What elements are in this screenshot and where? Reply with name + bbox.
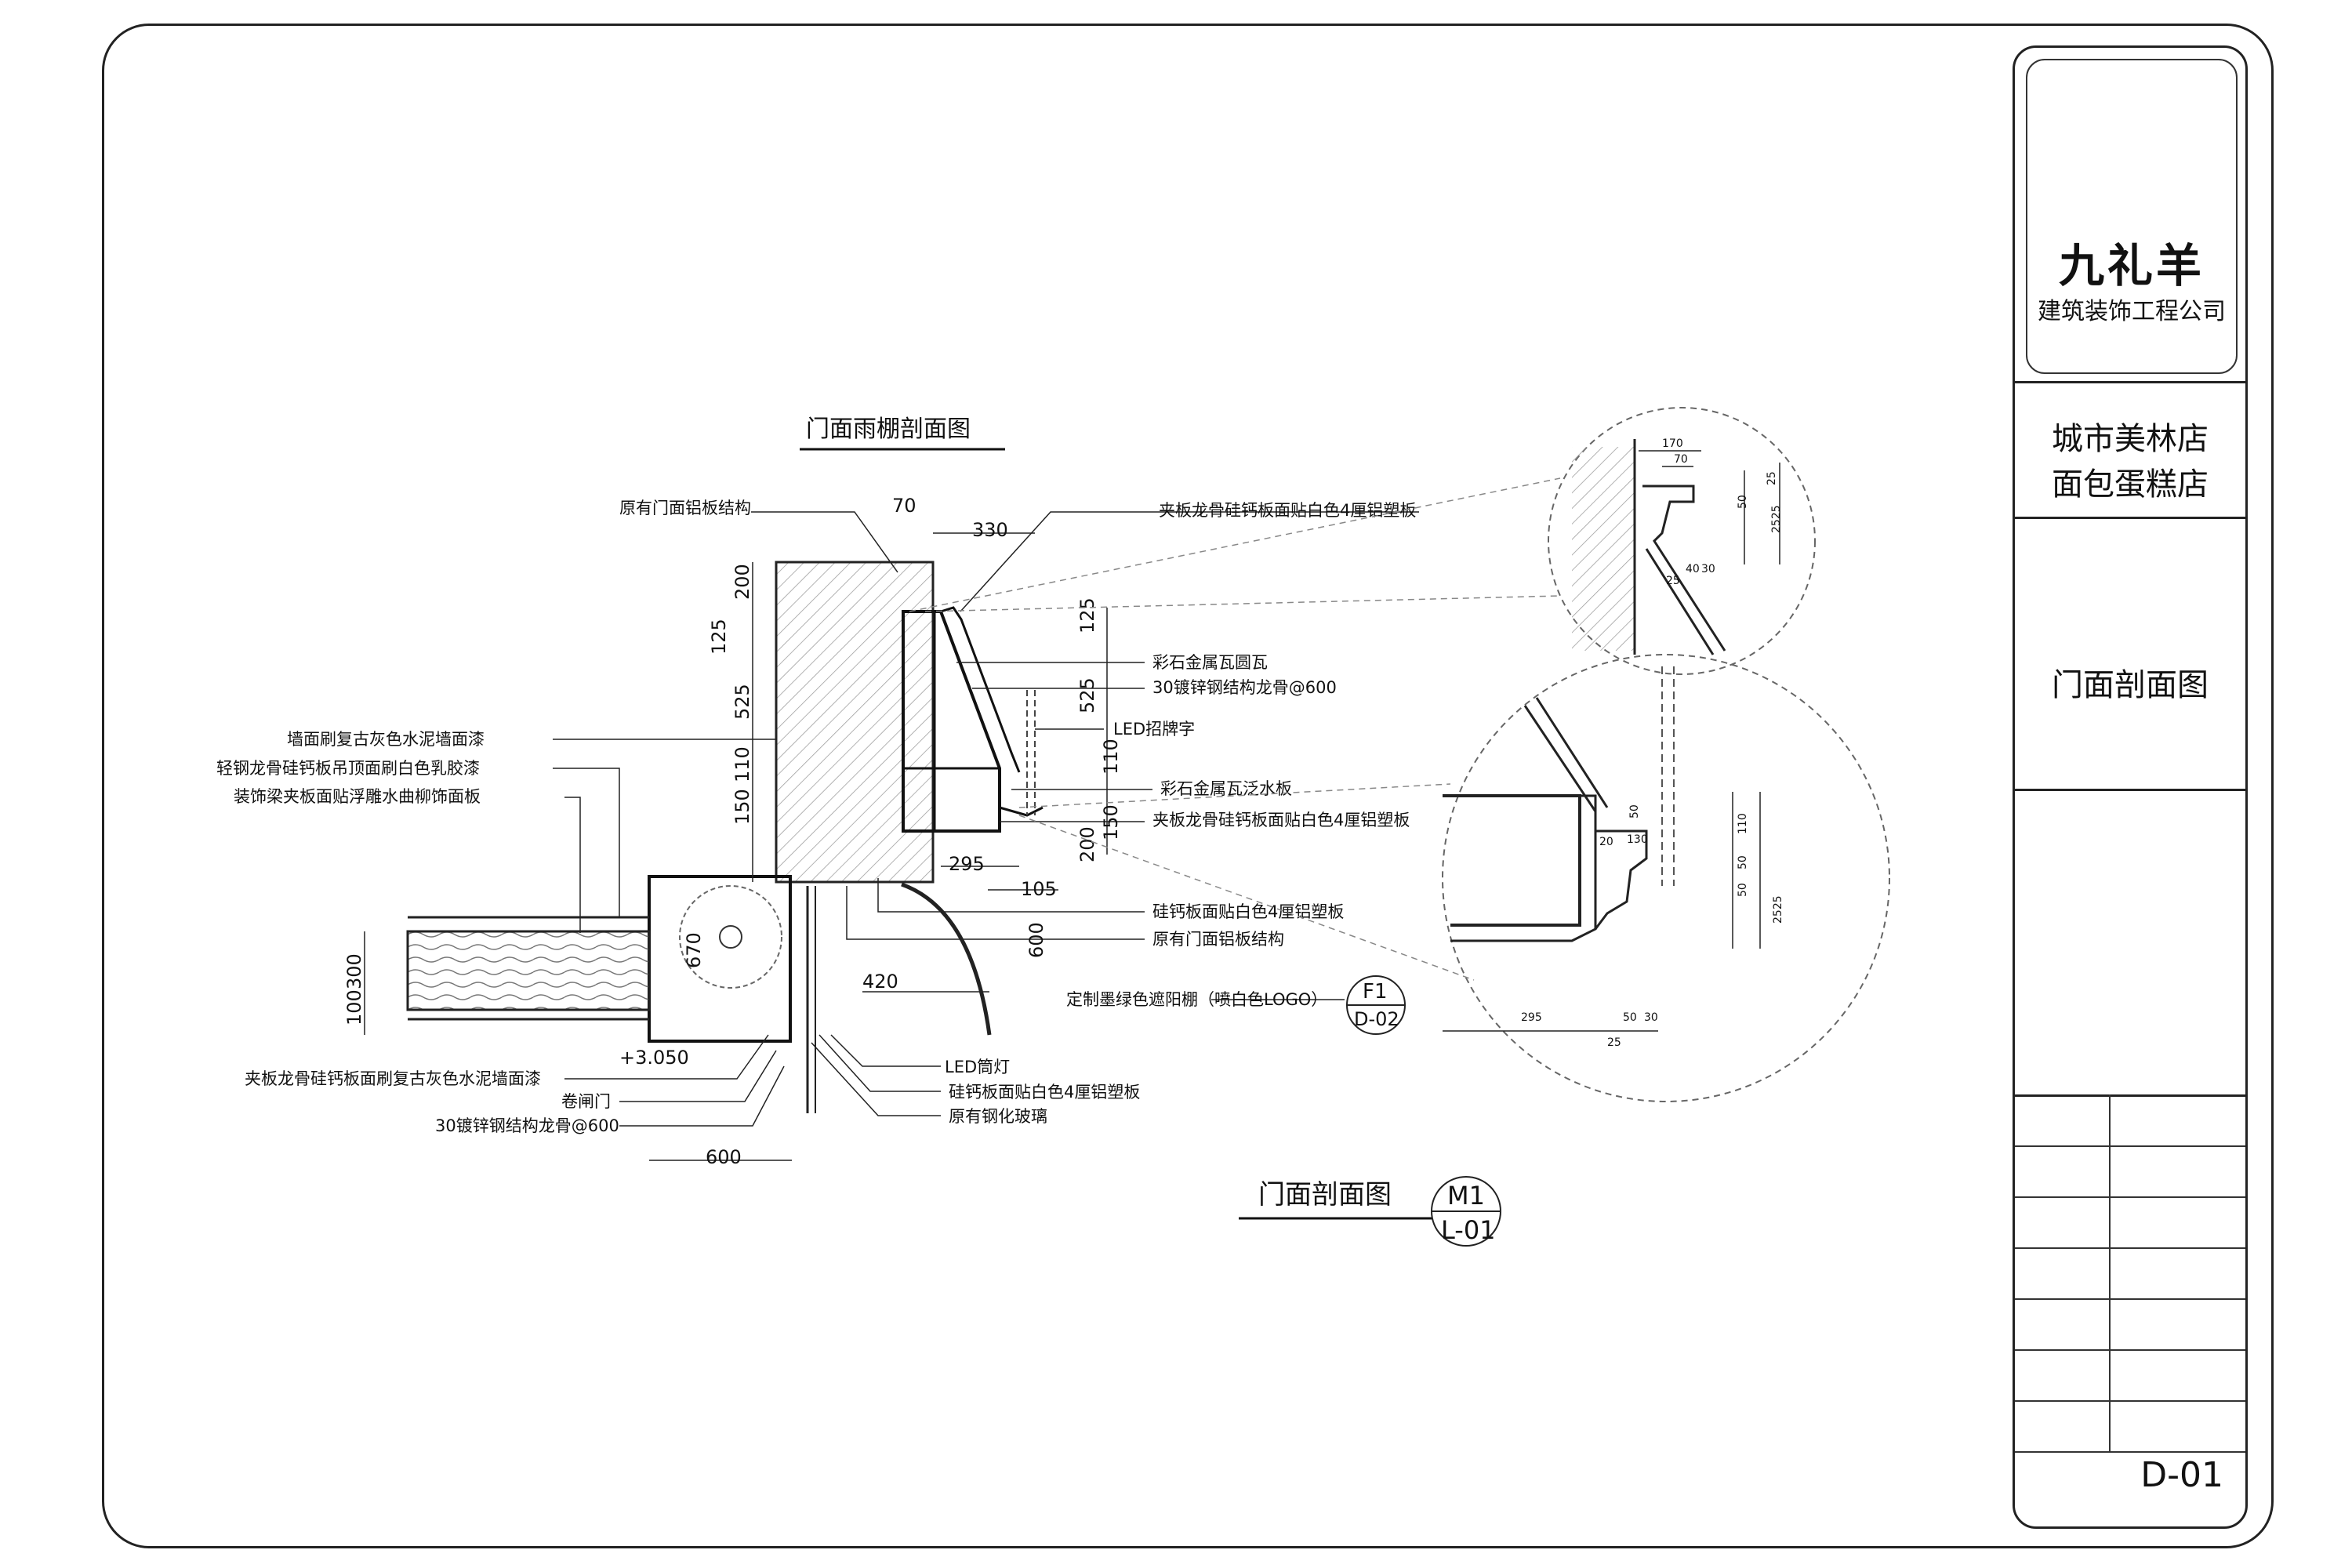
label-tempered-glass: 原有钢化玻璃 (949, 1107, 1047, 1126)
dim-200-left: 200 (731, 564, 753, 600)
d2-dim-30: 30 (1644, 1011, 1658, 1024)
main-tag-bottom: L-01 (1441, 1215, 1496, 1245)
dim-125-left: 125 (708, 619, 730, 655)
detail-connectors (909, 477, 1561, 981)
d2-dim-50c: 50 (1737, 883, 1749, 897)
label-sandwich-bottom: 夹板龙骨硅钙板面刷复古灰色水泥墙面漆 (245, 1069, 541, 1088)
dim-600-horizontal: 600 (706, 1146, 742, 1168)
drawing-number: D-01 (2140, 1455, 2223, 1495)
dim-525-right: 525 (1076, 677, 1098, 713)
label-metal-flashing: 彩石金属瓦泛水板 (1160, 779, 1292, 798)
dim-200-right: 200 (1076, 826, 1098, 862)
dim-150-right: 150 (1100, 804, 1122, 840)
d2-dim-20: 20 (1599, 836, 1613, 848)
drawing-name: 门面剖面图 (2052, 667, 2209, 703)
dim-420: 420 (862, 971, 898, 993)
dim-125-right: 125 (1076, 597, 1098, 633)
label-awning: 定制墨绿色遮阳棚（喷白色LOGO） (1066, 990, 1327, 1009)
ref-tag-bottom: D-02 (1354, 1008, 1399, 1030)
detail-circle-top (1548, 407, 1816, 675)
label-steel-keel-600: 30镀锌钢结构龙骨@600 (1152, 678, 1337, 697)
title-block: 九礼羊 建筑装饰工程公司 城市美林店 面包蛋糕店 门面剖面图 D-01 (2013, 45, 2248, 1529)
label-metal-round-tile: 彩石金属瓦圆瓦 (1152, 653, 1268, 672)
canopy-section-title: 门面雨棚剖面图 (806, 416, 971, 443)
d1-dim-170: 170 (1662, 437, 1683, 450)
d1-dim-2525: 2525 (1770, 505, 1783, 533)
d1-dim-50: 50 (1737, 495, 1749, 509)
label-beam: 装饰梁夹板面贴浮雕水曲柳饰面板 (234, 787, 481, 806)
d2-dim-50a: 50 (1628, 804, 1641, 818)
dim-70: 70 (892, 495, 916, 517)
project-line-2: 面包蛋糕店 (2052, 466, 2209, 503)
label-orig-alu-struct-top: 原有门面铝板结构 (619, 499, 751, 517)
label-sandwich-mid: 夹板龙骨硅钙板面贴白色4厘铝塑板 (1152, 811, 1410, 829)
tb-divider-3 (2015, 789, 2245, 791)
dim-295: 295 (949, 853, 985, 875)
label-led-downlight: LED筒灯 (945, 1058, 1010, 1076)
d1-dim-25: 25 (1766, 471, 1778, 485)
d2-dim-130: 130 (1627, 833, 1648, 846)
label-wall-paint: 墙面刷复古灰色水泥墙面漆 (287, 730, 485, 749)
d2-dim-110: 110 (1737, 813, 1749, 834)
revision-grid (2015, 1094, 2245, 1453)
dim-330: 330 (972, 519, 1008, 541)
ref-tag-top: F1 (1363, 980, 1388, 1004)
label-steel-keel-bottom: 30镀锌钢结构龙骨@600 (435, 1116, 619, 1135)
main-tag-m1[interactable]: M1 L-01 (1431, 1176, 1501, 1247)
ceiling-slab (406, 930, 651, 1011)
project-line-1: 城市美林店 (2052, 421, 2209, 457)
dim-110-left: 110 (731, 746, 753, 782)
leader-lines (553, 511, 1419, 1127)
dim-100: 100 (343, 989, 365, 1025)
d1-dim-70: 70 (1674, 453, 1688, 466)
project-name: 城市美林店 面包蛋糕店 (2015, 416, 2245, 507)
existing-wall-hatched (775, 561, 935, 884)
d2-dim-50b: 50 (1737, 855, 1749, 869)
label-silicate-board: 硅钙板面贴白色4厘铝塑板 (1152, 902, 1344, 921)
main-section-title: 门面剖面图 (1258, 1179, 1392, 1210)
company-subtitle: 建筑装饰工程公司 (2038, 298, 2226, 325)
d1-dim-30: 30 (1701, 563, 1715, 575)
label-silicate-bottom: 硅钙板面贴白色4厘铝塑板 (949, 1083, 1140, 1102)
label-rolling-door: 卷闸门 (561, 1092, 611, 1111)
beam-box (648, 875, 792, 1043)
main-tag-top: M1 (1447, 1181, 1485, 1210)
dimension-lines (364, 532, 1108, 1161)
canopy-box (902, 606, 1044, 833)
dim-525-left: 525 (731, 684, 753, 720)
label-ceiling: 轻钢龙骨硅钙板吊顶面刷白色乳胶漆 (216, 759, 480, 778)
label-led-sign: LED招牌字 (1113, 720, 1195, 739)
dim-300: 300 (343, 953, 365, 989)
elevation-mark: +3.050 (619, 1047, 689, 1069)
tb-divider-1 (2015, 381, 2245, 383)
company-logo-box: 九礼羊 建筑装饰工程公司 (2026, 59, 2238, 374)
dim-105: 105 (1021, 878, 1057, 900)
awning-curve (901, 882, 992, 1036)
rolling-door-axle (719, 925, 742, 949)
d2-dim-50d: 50 (1623, 1011, 1637, 1024)
tb-divider-4 (2015, 1094, 2245, 1097)
dim-110-right: 110 (1100, 739, 1122, 775)
label-sandwich-top: 夹板龙骨硅钙板面贴白色4厘铝塑板 (1159, 501, 1416, 520)
tb-divider-2 (2015, 517, 2245, 519)
label-orig-alu-struct: 原有门面铝板结构 (1152, 930, 1284, 949)
dim-600-vertical: 600 (1025, 922, 1047, 958)
d2-dim-2525: 2525 (1772, 895, 1784, 924)
dim-670: 670 (683, 932, 705, 968)
d1-dim-40: 40 (1686, 563, 1700, 575)
dim-150-left: 150 (731, 789, 753, 825)
sheet-border (102, 24, 2274, 1548)
d2-dim-25: 25 (1607, 1036, 1621, 1049)
detail-circle-bottom (1442, 654, 1890, 1102)
d2-dim-295: 295 (1521, 1011, 1542, 1024)
d1-dim-25b: 25 (1666, 575, 1680, 587)
rolling-door-drum[interactable] (679, 885, 782, 989)
company-name: 九礼羊 (2058, 239, 2205, 292)
ref-tag-f1[interactable]: F1 D-02 (1346, 975, 1406, 1035)
